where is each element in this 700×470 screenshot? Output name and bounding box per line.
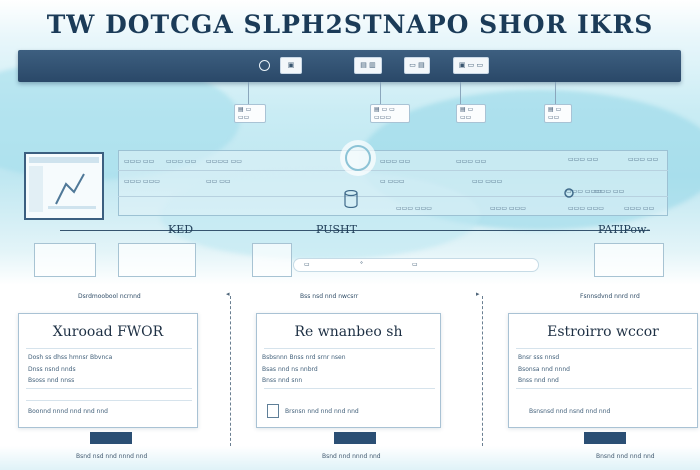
mini-card[interactable]: ▤ ▭▭▭ (456, 104, 486, 123)
data-panel (118, 150, 668, 216)
panel-cell: ▭▭ ▭▭▭ (472, 178, 503, 185)
footer-text-middle: Bsnd nnd nnnd nnd (322, 453, 381, 460)
toolbar-button-d[interactable]: ▣ ▭ ▭ (453, 57, 489, 74)
card-line: Dnss nsnd nnds (28, 366, 76, 373)
panel-cell: ▭▭▭ ▭▭ (124, 158, 155, 165)
action-button-1[interactable] (90, 432, 132, 444)
panel-divider (118, 170, 668, 171)
panel-cell: ▭▭▭ ▭▭ (380, 158, 411, 165)
panel-cell: ▭▭ ▭▭ (206, 178, 231, 185)
lower-panel-2[interactable] (118, 243, 196, 277)
gear-icon (564, 188, 574, 198)
lower-panel-3[interactable] (252, 243, 292, 277)
connector-line (460, 82, 461, 106)
toolbar-button-a[interactable]: ▣ (280, 57, 302, 74)
track-label-right: PATIPow- (598, 223, 651, 236)
card-divider (516, 348, 692, 349)
mini-card[interactable]: ▤ ▭▭▭ (234, 104, 266, 123)
search-icon: ▭ (304, 261, 310, 268)
arrow-right-icon: ▸ (476, 290, 480, 298)
panel-cell: ▭▭▭ ▭▭ (456, 158, 487, 165)
panel-cell: ▭▭▭ ▭▭ (166, 158, 197, 165)
connector-line (248, 82, 249, 106)
bottom-fade (0, 446, 700, 470)
card-heading: Estroirro wccor (547, 324, 659, 340)
card-line: Bnsr sss nnsd (518, 354, 560, 361)
panel-cell: ▭▭▭ ▭▭▭ (566, 188, 602, 195)
action-button-2[interactable] (334, 432, 376, 444)
toolbar-button-b[interactable]: ▤ ▥ (354, 57, 382, 74)
section-label-right: Fsnnsdvnd nnrd nrd (580, 293, 640, 300)
panel-cell: ▭▭▭ ▭▭ (624, 205, 655, 212)
card-line: Dosh ss dhss hmnsr Bbvnca (28, 354, 113, 361)
separator-dot: ° (360, 261, 363, 268)
section-divider (482, 296, 483, 446)
card-divider (516, 388, 692, 389)
card-line: Bsonsa nnd nnnd (518, 366, 570, 373)
lower-panel-right[interactable] (594, 243, 664, 277)
panel-cell: ▭▭▭ ▭▭ (628, 156, 659, 163)
feature-card-2[interactable]: Re wnanbeo sh Bsbsnnn Bnss nrd srnr nsen… (256, 313, 441, 428)
search-input[interactable]: ▭ ° ▭ (293, 258, 539, 272)
footer-text-left: Bsnd nsd nnd nnnd nnd (76, 453, 148, 460)
connector-line (555, 82, 556, 106)
filter-icon: ▭ (412, 261, 418, 268)
panel-cell: ▭▭▭ ▭▭▭ (490, 205, 526, 212)
panel-cell: ▭▭▭ ▭▭ (594, 188, 625, 195)
cloud-icon (340, 140, 376, 176)
panel-cell: ▭▭▭ ▭▭▭ (124, 178, 160, 185)
card-footer: Boonnd nnnd nnd nnd nnd (28, 408, 108, 415)
panel-cell: ▭▭▭▭ ▭▭ (206, 158, 242, 165)
page-title: TW DOTCGA SLPH2STNAPO SHOR IKRS (46, 10, 654, 39)
card-line: Bsbsnnn Bnss nrd srnr nsen (262, 354, 346, 361)
card-line: Bsoss nnd nnss (28, 377, 75, 384)
card-heading: Xurooad FWOR (52, 324, 164, 340)
card-heading: Re wnanbeo sh (294, 324, 403, 340)
lower-panel-left[interactable] (34, 243, 96, 277)
action-button-3[interactable] (584, 432, 626, 444)
feature-card-3[interactable]: Estroirro wccor Bnsr sss nnsd Bsonsa nnd… (508, 313, 698, 428)
footer-text-right: Bnsnd nnd nnd nnd (596, 453, 655, 460)
file-icon (267, 404, 279, 418)
card-divider (26, 388, 192, 389)
card-line: Bnss nnd nnd (518, 377, 559, 384)
database-icon (344, 190, 358, 208)
arrow-left-icon: ◂ (226, 290, 230, 298)
card-footer: Bsnsnsd nnd nsnd nnd nnd (529, 408, 611, 415)
feature-card-1[interactable]: Xurooad FWOR Dosh ss dhss hmnsr Bbvnca D… (18, 313, 198, 428)
panel-cell: ▭▭▭ ▭▭▭ (568, 205, 604, 212)
card-divider (264, 348, 435, 349)
track-label-left: KED (168, 223, 194, 236)
panel-cell: ▭ ▭▭▭ (380, 178, 405, 185)
panel-cell: ▭▭▭ ▭▭ (568, 156, 599, 163)
mini-card[interactable]: ▤ ▭▭▭ (544, 104, 572, 123)
circle-icon[interactable] (259, 60, 270, 71)
app-window-thumbnail[interactable] (24, 152, 104, 220)
card-line: Bnss nnd snn (262, 377, 303, 384)
section-label-left: Dsrdmoobool ncrnnd (78, 293, 141, 300)
mini-card[interactable]: ▤ ▭ ▭▭▭▭ (370, 104, 410, 123)
panel-divider (118, 196, 668, 197)
card-line: Bsas nnd ns nnbrd (262, 366, 318, 373)
card-footer: Brsnsn nnd nnd nnd nnd (285, 408, 359, 415)
section-label-middle: Bss nsd nnd nwcsrr (300, 293, 359, 300)
track-label-middle: PUSHT (316, 223, 357, 236)
card-divider (264, 388, 435, 389)
toolbar-button-c[interactable]: ▭ ▤ (404, 57, 430, 74)
card-divider (26, 400, 192, 401)
timeline-track (60, 230, 650, 231)
connector-line (380, 82, 381, 106)
top-toolbar: ▣ ▤ ▥ ▭ ▤ ▣ ▭ ▭ (18, 50, 681, 82)
section-divider (230, 296, 231, 446)
chart-icon (29, 157, 99, 212)
panel-cell: ▭▭▭ ▭▭▭ (396, 205, 432, 212)
card-divider (26, 348, 192, 349)
